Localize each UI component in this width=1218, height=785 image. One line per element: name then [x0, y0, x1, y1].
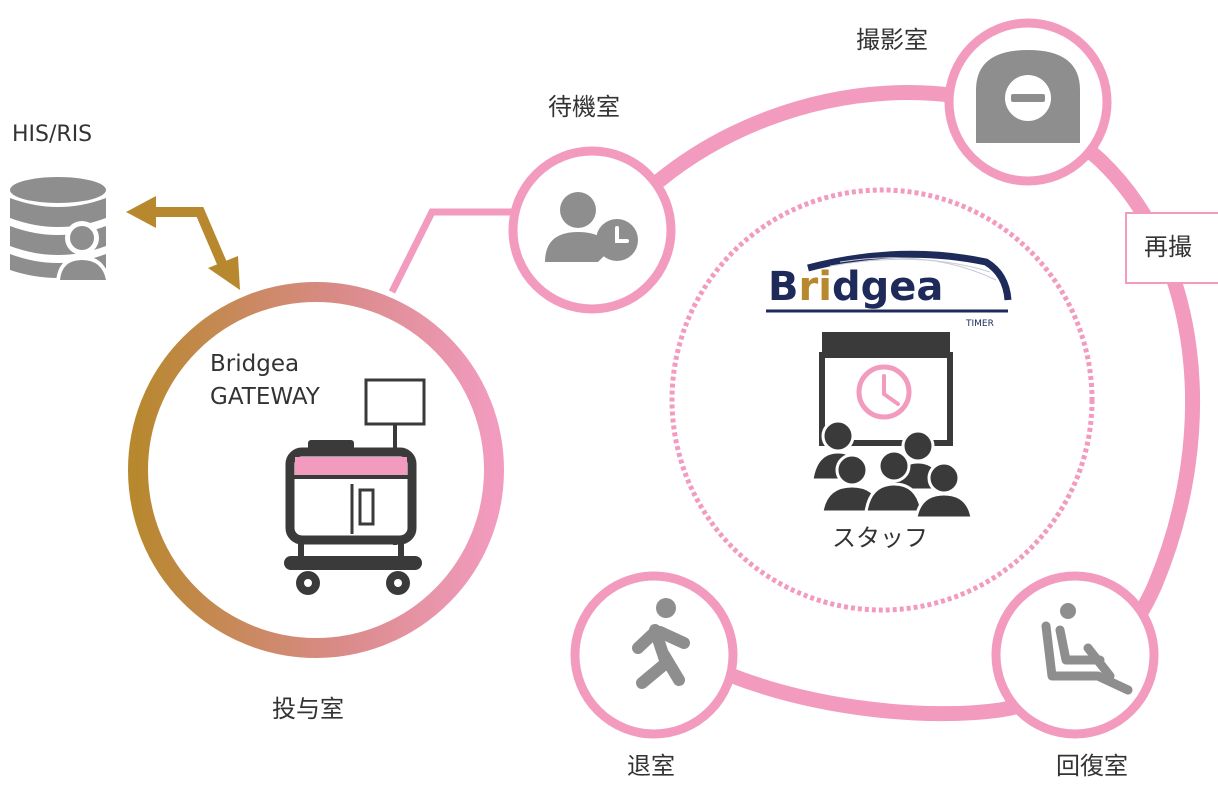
imaging-room-label: 撮影室 [856, 26, 928, 54]
gateway-label: Bridgea GATEWAY [210, 348, 320, 415]
gateway-label-line2: GATEWAY [210, 384, 320, 411]
bidirectional-arrow-icon [150, 207, 229, 270]
workflow-loop [652, 85, 1200, 722]
bridgea-timer-logo: Bridgea TIMER [766, 250, 1012, 329]
connector-line [388, 208, 520, 294]
database-user-icon [10, 177, 110, 282]
recovery-room-label: 回復室 [1056, 752, 1128, 780]
reclining-seat-icon [1041, 603, 1133, 695]
his-ris-label: HIS/RIS [12, 122, 93, 147]
svg-text:Bridgea: Bridgea [768, 264, 943, 310]
staff-label: スタッフ [832, 524, 928, 552]
exit-label: 退室 [627, 752, 675, 780]
logo-subtitle: TIMER [965, 319, 994, 329]
scanner-icon [976, 50, 1080, 143]
recovery-room-circle [991, 571, 1159, 739]
people-calendar-icon [810, 332, 974, 520]
retake-box [1125, 212, 1218, 284]
walking-person-icon [632, 598, 690, 689]
exit-circle [570, 571, 738, 739]
waiting-room-circle [508, 146, 676, 314]
dosing-room-label: 投与室 [272, 695, 344, 723]
gateway-label-line1: Bridgea [210, 351, 300, 377]
user-clock-icon [545, 192, 638, 262]
medical-cart-icon [284, 378, 426, 595]
waiting-room-label: 待機室 [548, 93, 620, 121]
retake-label: 再撮 [1144, 233, 1192, 261]
